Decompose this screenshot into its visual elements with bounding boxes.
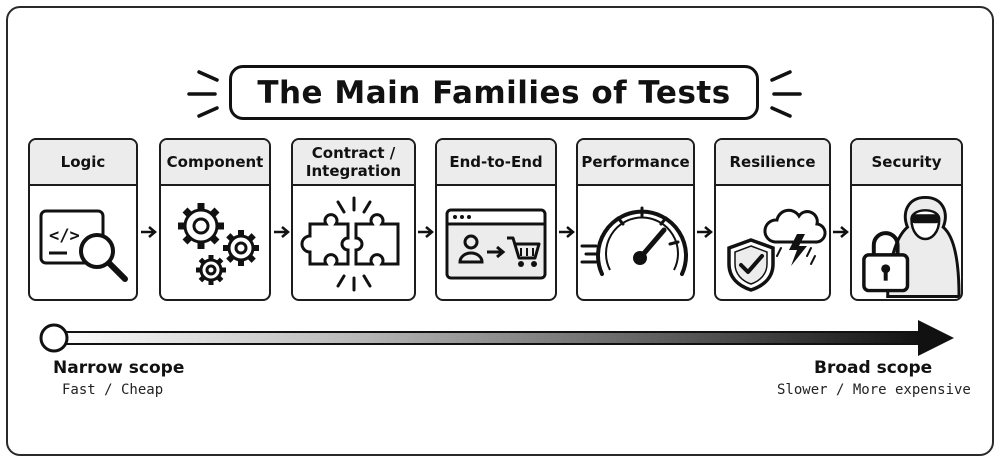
title-box: The Main Families of Tests (229, 65, 759, 120)
arrow-right-icon (274, 226, 290, 238)
arrow-right-icon (833, 226, 849, 238)
card-label: Security (852, 140, 961, 186)
card-label: Resilience (716, 140, 829, 186)
title-burst-right-icon (770, 70, 802, 118)
arrow-right-icon (418, 226, 434, 238)
card-end-to-end: End-to-End (435, 138, 557, 301)
card-contract-integration: Contract / Integration (291, 138, 416, 301)
card-label: Contract / Integration (293, 140, 414, 186)
card-component: Component (159, 138, 271, 301)
card-security: Security (850, 138, 963, 301)
puzzle-pieces-icon (300, 196, 399, 291)
gears-icon (178, 202, 259, 285)
user-to-cart-browser-icon (445, 208, 547, 279)
card-resilience: Resilience (714, 138, 831, 301)
arrow-right-icon (559, 226, 575, 238)
code-magnifier-icon: </> (39, 209, 128, 282)
speedometer-icon (580, 206, 688, 276)
narrow-scope-subtitle: Fast / Cheap (62, 382, 164, 398)
broad-scope-label: Broad scope (814, 358, 933, 378)
card-label-text: Contract / Integration (305, 144, 402, 180)
card-label: Component (161, 140, 269, 186)
card-label: Logic (30, 140, 136, 186)
card-performance: Performance (576, 138, 695, 301)
diagram-title: The Main Families of Tests (257, 74, 731, 111)
arrow-right-icon (141, 226, 157, 238)
svg-text:</>: </> (49, 226, 80, 246)
narrow-scope-label: Narrow scope (53, 358, 185, 378)
title-burst-left-icon (187, 70, 219, 118)
broad-scope-subtitle: Slower / More expensive (777, 382, 971, 398)
shield-storm-icon (726, 208, 826, 292)
card-label: End-to-End (437, 140, 555, 186)
card-logic: Logic </> (28, 138, 138, 301)
arrow-right-icon (697, 226, 713, 238)
card-label: Performance (578, 140, 693, 186)
scope-gradient-arrow (39, 320, 954, 356)
hacker-padlock-icon (862, 195, 961, 298)
